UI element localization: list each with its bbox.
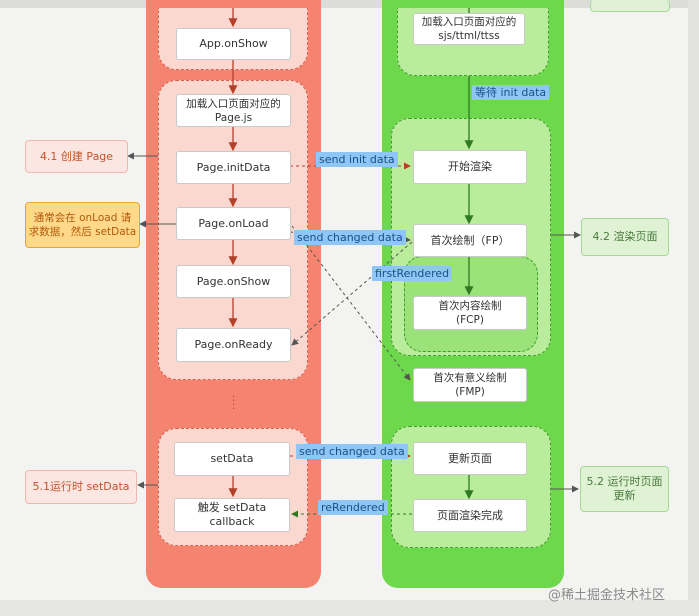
update-page-node: 更新页面: [413, 442, 527, 475]
render-page-label: 4.2 渲染页面: [581, 218, 669, 256]
page-initdata-node: Page.initData: [176, 151, 291, 184]
send-changed-data-label-2: send changed data: [296, 444, 408, 459]
load-sjs-node: 加载入口页面对应的 sjs/ttml/ttss: [413, 13, 525, 45]
load-page-js-node: 加载入口页面对应的 Page.js: [176, 94, 291, 127]
photo-edge-top: [0, 0, 699, 8]
page-onshow-node: Page.onShow: [176, 265, 291, 298]
create-page-label: 4.1 创建 Page: [25, 140, 128, 173]
page-onready-node: Page.onReady: [176, 328, 291, 362]
watermark: @稀土掘金技术社区: [548, 588, 666, 603]
send-changed-data-label-1: send changed data: [294, 230, 406, 245]
send-init-data-label: send init data: [316, 152, 398, 167]
fp-node: 首次绘制（FP）: [413, 224, 527, 257]
ellipsis-dots: ····: [232, 392, 236, 415]
top-right-partial-box: [590, 0, 670, 12]
first-rendered-label: firstRendered: [372, 266, 453, 281]
page-onload-node: Page.onLoad: [176, 207, 291, 240]
wait-init-data-label: 等待 init data: [472, 85, 550, 100]
setdata-node: setData: [174, 442, 290, 476]
photo-edge-right: [688, 0, 699, 616]
fcp-node: 首次内容绘制 (FCP): [413, 296, 527, 330]
app-onshow-node: App.onShow: [176, 28, 291, 60]
onload-note-label: 通常会在 onLoad 请 求数据，然后 setData: [25, 202, 140, 248]
fmp-node: 首次有意义绘制 (FMP): [413, 368, 527, 402]
setdata-callback-node: 触发 setData callback: [174, 498, 290, 532]
rerendered-label: reRendered: [318, 500, 388, 515]
photo-edge-bottom: [0, 600, 699, 616]
runtime-setdata-label: 5.1运行时 setData: [25, 470, 137, 504]
runtime-update-label: 5.2 运行时页面 更新: [580, 466, 669, 512]
start-render-node: 开始渲染: [413, 150, 527, 184]
render-done-node: 页面渲染完成: [413, 499, 527, 532]
